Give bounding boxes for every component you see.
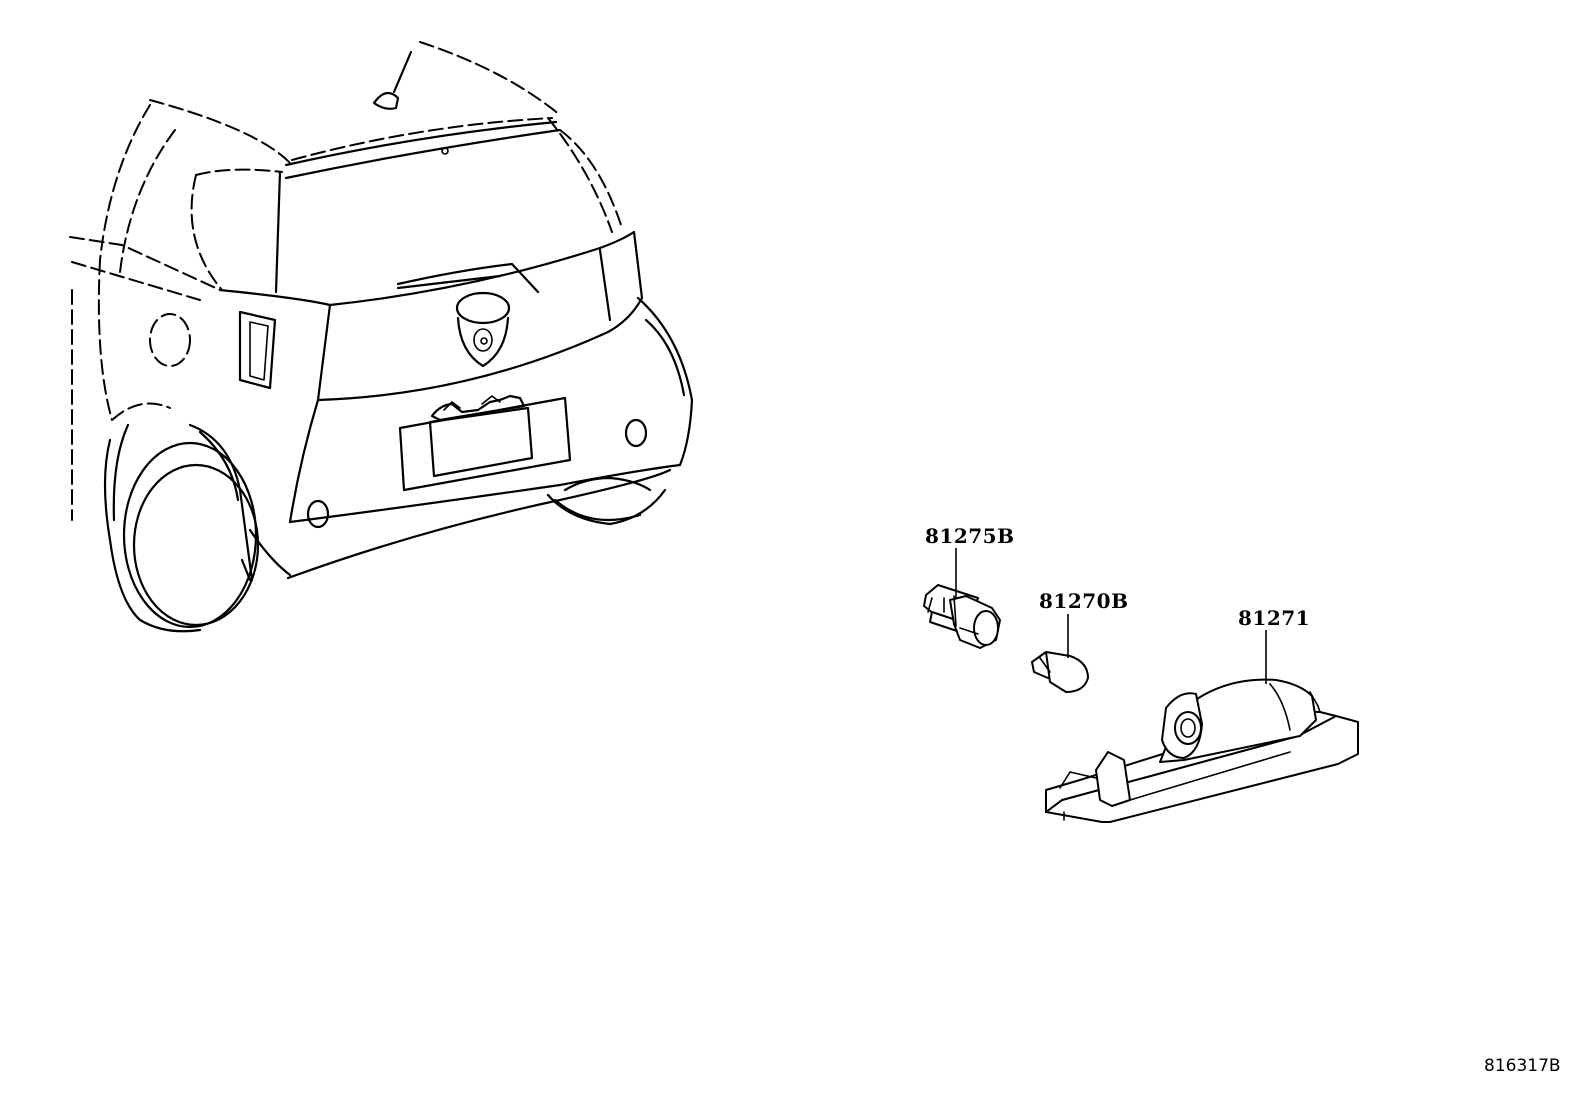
rear-window bbox=[195, 120, 623, 294]
bulb bbox=[1031, 651, 1089, 693]
part-number-bulb: 81270B bbox=[1039, 589, 1128, 613]
license-plate-lamp bbox=[1045, 678, 1359, 823]
antenna bbox=[372, 50, 413, 110]
rear-wheel-left bbox=[103, 423, 260, 633]
vehicle-rear-view bbox=[69, 41, 694, 633]
part-number-lamp: 81271 bbox=[1238, 606, 1310, 630]
rear-wiper bbox=[396, 262, 540, 294]
rear-emblem bbox=[455, 291, 511, 368]
rear-wheel-right bbox=[546, 476, 667, 526]
license-plate bbox=[398, 394, 572, 492]
rear-bumper bbox=[188, 296, 694, 582]
fuel-door bbox=[149, 313, 191, 367]
tail-hatch bbox=[218, 230, 644, 402]
part-number-socket: 81275B bbox=[925, 524, 1014, 548]
bulb-socket bbox=[923, 584, 1001, 649]
diagram-reference-code: 816317B bbox=[1484, 1056, 1561, 1076]
